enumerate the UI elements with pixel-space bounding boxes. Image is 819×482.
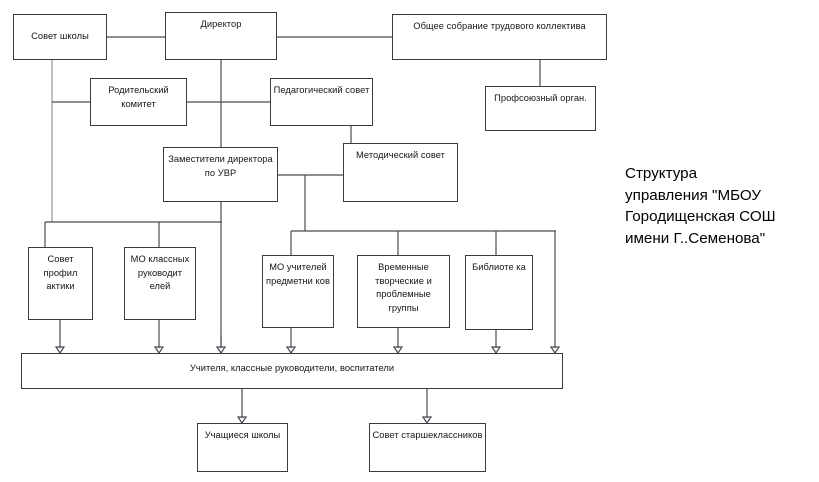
node-label: МО учителей предметни ков <box>266 262 330 286</box>
node-biblioteka[interactable]: Библиоте ка <box>465 255 533 330</box>
node-label: Профсоюзный орган. <box>494 93 587 103</box>
node-label: Родительский комитет <box>108 85 169 109</box>
node-label: Заместители директора по УВР <box>168 154 273 178</box>
diagram-title: Структура управления "МБОУ Городищенская… <box>625 165 776 247</box>
node-profsoyuznyy-organ[interactable]: Профсоюзный орган. <box>485 86 596 131</box>
node-label: Совет профил актики <box>43 254 78 291</box>
node-label: Совет школы <box>31 31 89 42</box>
node-sovet-profilaktiki[interactable]: Совет профил актики <box>28 247 93 320</box>
node-zamestiteli[interactable]: Заместители директора по УВР <box>163 147 278 202</box>
node-label: МО классных руководит елей <box>130 254 190 291</box>
node-label: Совет старшеклассников <box>372 430 483 440</box>
node-sovet-shkoly[interactable]: Совет школы <box>13 14 107 60</box>
node-obshchee-sobranie[interactable]: Общее собрание трудового коллектива <box>392 14 607 60</box>
node-roditelskiy-komitet[interactable]: Родительский комитет <box>90 78 187 126</box>
node-label: Педагогический совет <box>273 85 370 95</box>
node-label: Временные творческие и проблемные группы <box>375 262 432 313</box>
node-sovet-starsheklassnikov[interactable]: Совет старшеклассников <box>369 423 486 472</box>
node-label: Методический совет <box>356 150 445 160</box>
node-label: Библиоте ка <box>472 262 526 272</box>
node-label: Учащиеся школы <box>204 430 281 440</box>
node-label: Общее собрание трудового коллектива <box>413 21 586 31</box>
node-label: Директор <box>200 19 242 29</box>
node-vremennye-gruppy[interactable]: Временные творческие и проблемные группы <box>357 255 450 328</box>
node-pedagogicheskiy-sovet[interactable]: Педагогический совет <box>270 78 373 126</box>
node-uchashchiesya[interactable]: Учащиеся школы <box>197 423 288 472</box>
node-metodicheskiy-sovet[interactable]: Методический совет <box>343 143 458 202</box>
node-direktor[interactable]: Директор <box>165 12 277 60</box>
node-label: Учителя, классные руководители, воспитат… <box>189 363 395 373</box>
node-uchitelya[interactable]: Учителя, классные руководители, воспитат… <box>21 353 563 389</box>
node-mo-uchiteley[interactable]: МО учителей предметни ков <box>262 255 334 328</box>
node-mo-klassnyh[interactable]: МО классных руководит елей <box>124 247 196 320</box>
